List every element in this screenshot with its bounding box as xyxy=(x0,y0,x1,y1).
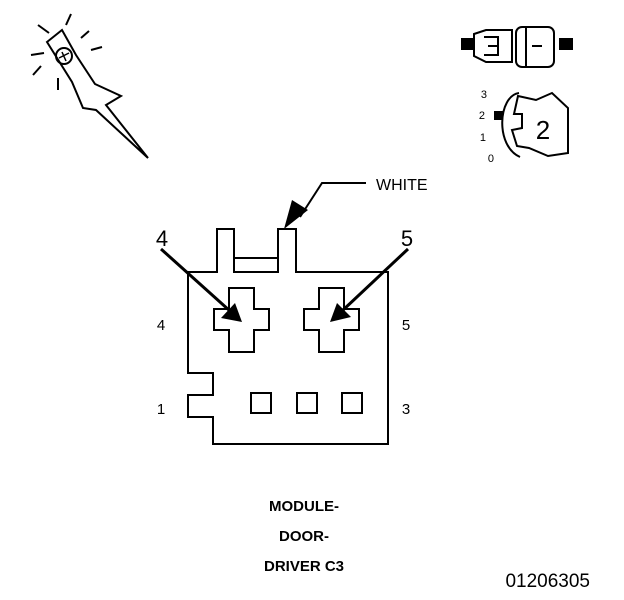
callout-arrow-4 xyxy=(159,247,242,322)
connector-title-line-1: MODULE- xyxy=(269,498,339,515)
white-wire-leader: WHITE xyxy=(284,177,428,229)
empty-cavity xyxy=(341,392,363,414)
empty-cavity xyxy=(250,392,272,414)
lock-position-icon: 3 2 1 0 2 xyxy=(479,89,569,165)
connector-title-line-2: DOOR- xyxy=(279,528,329,545)
lock-scale-label-1: 1 xyxy=(480,132,486,144)
probe-tool-icon xyxy=(30,13,149,159)
connector-title: MODULE- DOOR- DRIVER C3 xyxy=(264,498,344,575)
empty-cavity xyxy=(296,392,318,414)
connector-body xyxy=(187,228,389,445)
pin-label-3: 3 xyxy=(402,401,410,418)
lock-scale-label-0: 0 xyxy=(488,153,494,165)
wire-color-label: WHITE xyxy=(376,177,428,194)
pin-label-5: 5 xyxy=(402,317,410,334)
pin-label-1: 1 xyxy=(157,401,165,418)
connector-title-line-3: DRIVER C3 xyxy=(264,558,344,575)
figure-number: 01206305 xyxy=(505,571,590,592)
empty-cavities-row xyxy=(250,392,363,414)
lock-scale-label-3: 3 xyxy=(481,89,487,101)
lock-scale-label-2: 2 xyxy=(479,110,485,122)
pin-label-4: 4 xyxy=(157,317,165,334)
terminal-cavity-4 xyxy=(213,287,270,353)
callout-arrow-5 xyxy=(330,247,410,322)
callout-number-5: 5 xyxy=(401,226,413,251)
callout-number-4: 4 xyxy=(156,226,168,251)
lock-position-value: 2 xyxy=(536,115,550,145)
connector-pair-icon xyxy=(461,26,573,68)
